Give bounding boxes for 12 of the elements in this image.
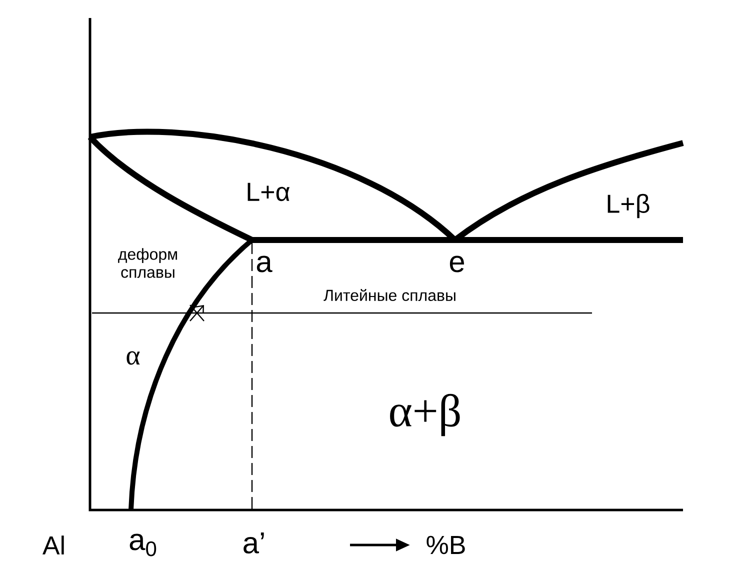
axis-label: %B (426, 536, 465, 554)
point-label: e (450, 256, 464, 272)
phase-label: L+α (248, 182, 290, 202)
point-label: a (256, 256, 272, 272)
region-label: Литейные сплавы (324, 288, 456, 302)
phase-label: L+β (608, 194, 650, 218)
axis-label: Al (42, 536, 64, 554)
phase-label: α+β (390, 394, 460, 436)
phase-label: α (126, 351, 140, 365)
region-label: деформ сплавы (118, 248, 177, 278)
axis-label: a$_{0}$ (130, 534, 156, 556)
axis-label: a’ (244, 532, 264, 554)
